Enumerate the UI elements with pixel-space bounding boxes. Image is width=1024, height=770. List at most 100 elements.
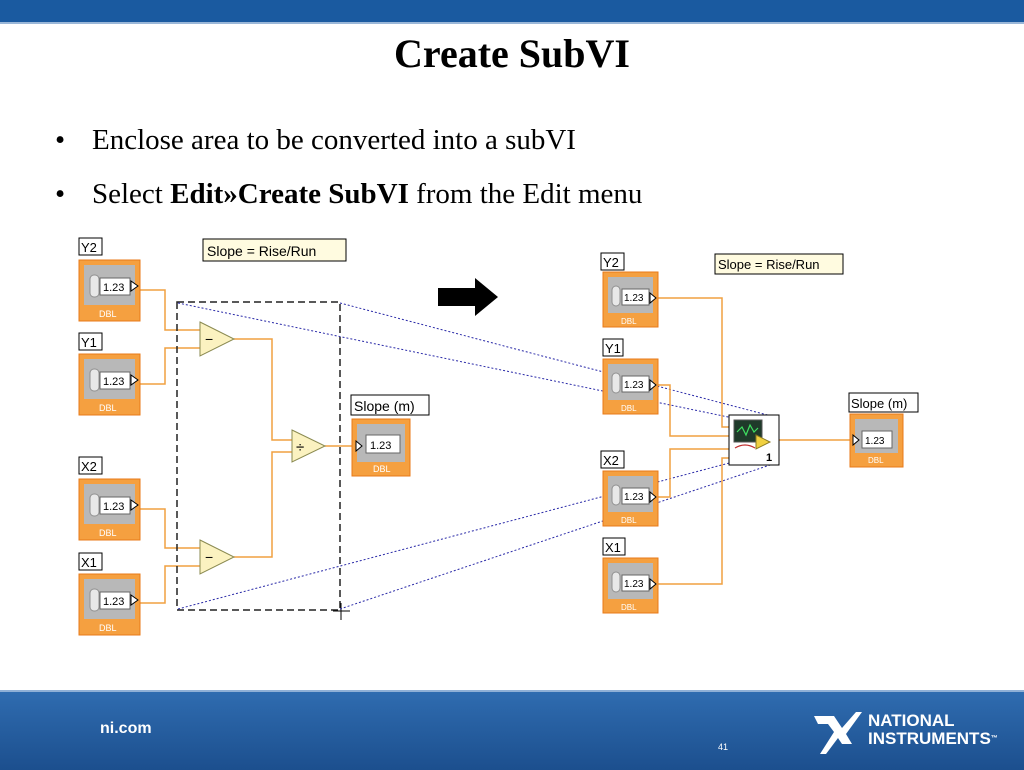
subtract-node[interactable]: − [199, 539, 236, 575]
terminal-arrow-icon [130, 594, 139, 606]
footer-site-link[interactable]: ni.com [100, 720, 152, 737]
subvi-output-number: 1 [766, 452, 772, 464]
bullet-dot: • [55, 124, 66, 156]
spinner-icon [611, 484, 621, 506]
crosshair-cursor-icon [333, 603, 350, 620]
comment-label[interactable]: Slope = Rise/Run [714, 253, 844, 275]
indicator-value: 1.23 [370, 440, 391, 452]
control-value: 1.23 [624, 293, 644, 304]
subtract-node[interactable]: − [199, 321, 236, 357]
control-type: DBL [621, 317, 637, 326]
control-type: DBL [621, 516, 637, 525]
terminal-arrow-icon [130, 280, 139, 292]
control-type: DBL [99, 623, 117, 633]
control-value: 1.23 [103, 501, 124, 513]
numeric-display [99, 496, 131, 515]
indicator-label: Slope (m) [354, 398, 415, 414]
control-type: DBL [621, 603, 637, 612]
bullet-text-bold: Edit»Create SubVI [170, 178, 409, 210]
control-value: 1.23 [103, 282, 124, 294]
numeric-display [99, 371, 131, 390]
spinner-icon [611, 571, 621, 593]
indicator-label-box [350, 394, 430, 416]
terminal-arrow-icon [649, 378, 657, 392]
indicator-type: DBL [373, 464, 391, 474]
bullet-item: • Select Edit»Create SubVI from the Edit… [55, 172, 642, 226]
subtract-symbol: − [205, 549, 213, 565]
footer-bar: ni.com 41 NATIONAL INSTRUMENTS™ [0, 690, 1024, 770]
control-label-box [600, 252, 625, 271]
control-x2[interactable]: X2 1.23 DBL [78, 456, 141, 541]
control-type: DBL [99, 528, 117, 538]
control-x1[interactable]: X1 1.23 DBL [78, 552, 141, 636]
bullet-text-suffix: from the Edit menu [408, 178, 643, 210]
terminal-arrow-icon [130, 499, 139, 511]
slide-title: Create SubVI [394, 31, 630, 76]
numeric-display [861, 430, 893, 449]
numeric-display [99, 277, 131, 296]
ni-logo-text: NATIONAL INSTRUMENTS™ [868, 712, 998, 748]
divide-symbol: ÷ [296, 439, 304, 456]
numeric-display [621, 288, 650, 306]
control-label: X1 [605, 540, 621, 555]
control-x2[interactable]: X2 1.23 DBL [600, 450, 659, 527]
subtract-symbol: − [205, 331, 213, 347]
numeric-display [621, 375, 650, 393]
ni-logo-line2: INSTRUMENTS [868, 729, 991, 748]
block-diagram: Y2 1.23 DBL Y1 1.23 DBL X2 [78, 237, 919, 636]
control-label: Y1 [81, 335, 97, 350]
control-value: 1.23 [624, 579, 644, 590]
control-label-box [78, 552, 103, 571]
control-label-box [602, 338, 624, 357]
subvi-node[interactable]: 1 [728, 414, 780, 466]
control-label: Y2 [81, 240, 97, 255]
wires-before [140, 289, 353, 604]
control-value: 1.23 [103, 376, 124, 388]
comment-text: Slope = Rise/Run [718, 257, 820, 272]
comment-label[interactable]: Slope = Rise/Run [202, 238, 347, 262]
indicator-slope[interactable]: Slope (m) 1.23 DBL [350, 394, 430, 477]
control-y2[interactable]: Y2 1.23 DBL [78, 237, 141, 322]
numeric-display [621, 487, 650, 505]
control-label: Y2 [603, 255, 619, 270]
control-label: X2 [603, 453, 619, 468]
terminal-arrow-icon [649, 291, 657, 305]
numeric-display [99, 591, 131, 610]
selection-rectangle[interactable] [176, 301, 341, 611]
spinner-icon [89, 588, 100, 612]
numeric-display [365, 434, 401, 454]
indicator-slope[interactable]: Slope (m) 1.23 DBL [848, 392, 919, 468]
control-label-box [78, 456, 103, 475]
indicator-label: Slope (m) [851, 396, 907, 411]
control-label: Y1 [605, 341, 621, 356]
spinner-icon [611, 372, 621, 394]
control-y2[interactable]: Y2 1.23 DBL [600, 252, 659, 328]
control-label: X1 [81, 555, 97, 570]
control-value: 1.23 [103, 596, 124, 608]
control-type: DBL [99, 403, 117, 413]
ni-eagle-logo-icon [814, 712, 862, 754]
terminal-arrow-icon [852, 433, 860, 447]
control-y1[interactable]: Y1 1.23 DBL [602, 338, 659, 415]
spinner-icon [89, 493, 100, 517]
spinner-icon [89, 274, 100, 298]
indicator-type: DBL [868, 456, 884, 465]
bullet-text-prefix: Select [92, 178, 171, 210]
control-label-box [78, 237, 103, 256]
terminal-arrow-icon [130, 374, 139, 386]
control-y1[interactable]: Y1 1.23 DBL [78, 332, 141, 416]
comment-text: Slope = Rise/Run [207, 243, 316, 259]
header-bar [0, 0, 1024, 24]
bullet-text: Enclose area to be converted into a subV… [92, 124, 576, 156]
terminal-arrow-icon [355, 439, 363, 453]
spinner-icon [89, 368, 100, 392]
control-label: X2 [81, 459, 97, 474]
control-x1[interactable]: X1 1.23 DBL [602, 537, 659, 614]
numeric-display [621, 574, 650, 592]
control-value: 1.23 [624, 380, 644, 391]
divide-node[interactable]: ÷ [291, 429, 327, 463]
indicator-label-box [848, 392, 919, 413]
spinner-icon [611, 285, 621, 307]
control-label-box [602, 537, 626, 556]
control-type: DBL [99, 309, 117, 319]
